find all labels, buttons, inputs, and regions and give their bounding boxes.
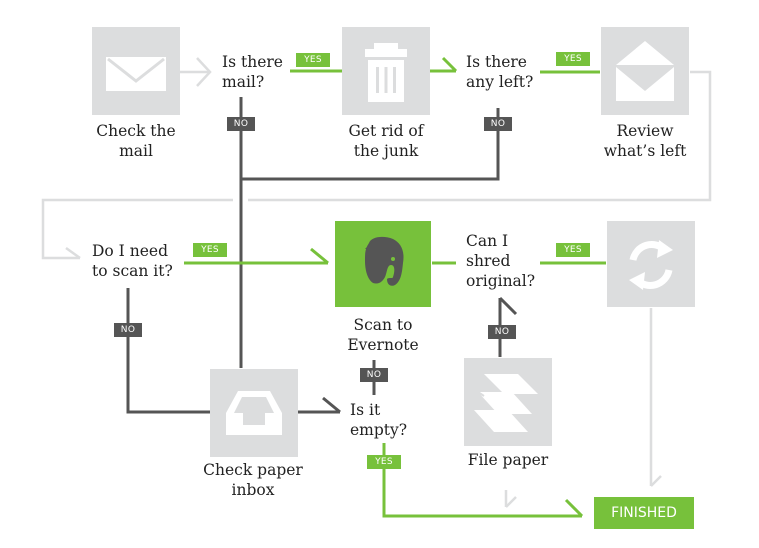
- trash-icon: [365, 43, 407, 102]
- review-left-label: Review what’s left: [603, 122, 687, 160]
- no-tag-file: NO: [488, 325, 516, 339]
- get-rid-junk-box[interactable]: [342, 27, 430, 115]
- no-tag-empty: NO: [360, 368, 388, 382]
- finished-badge: FINISHED: [594, 497, 694, 529]
- no-tag-left: NO: [484, 117, 512, 131]
- yes-tag-scan: YES: [193, 243, 227, 257]
- open-envelope-icon: [616, 41, 674, 101]
- line-review-loop: [248, 70, 712, 202]
- question-is-empty: Is it empty?: [350, 401, 408, 439]
- line-no-left: [241, 108, 500, 181]
- question-shred-original: Can I shred original?: [466, 232, 536, 290]
- check-inbox-box[interactable]: [210, 369, 298, 457]
- no-tag-mail: NO: [227, 117, 255, 131]
- arrow-loop-to-scan: [65, 246, 81, 260]
- arrow-junk-to-left: [441, 56, 458, 73]
- line-review-loop-left: [41, 198, 233, 260]
- question-any-left: Is there any left?: [466, 53, 534, 91]
- check-mail-label: Check the mail: [96, 122, 176, 160]
- arrow-yes-empty: [564, 498, 584, 518]
- arrow-file-down: [505, 496, 517, 508]
- refresh-icon: [629, 240, 673, 290]
- evernote-elephant-icon: [365, 236, 404, 286]
- check-inbox-label: Check paper inbox: [203, 461, 303, 499]
- question-is-there-mail: Is there mail?: [222, 53, 283, 91]
- line-no-scan: [126, 288, 210, 414]
- yes-tag-mail: YES: [296, 53, 330, 67]
- review-left-box[interactable]: [601, 27, 689, 115]
- yes-tag-shred: YES: [556, 243, 590, 257]
- question-need-scan: Do I need to scan it?: [92, 242, 173, 280]
- arrow-inbox-to-empty: [322, 396, 341, 414]
- envelope-icon: [106, 57, 166, 91]
- scan-evernote-box[interactable]: [335, 221, 431, 307]
- file-paper-label: File paper: [467, 451, 549, 469]
- file-paper-box[interactable]: [464, 358, 552, 446]
- paper-stack-icon: [474, 374, 538, 432]
- arrow-yes-scan: [310, 247, 329, 265]
- scan-evernote-label: Scan to Evernote: [347, 316, 419, 354]
- yes-tag-empty: YES: [367, 455, 401, 469]
- recycle-box[interactable]: [607, 221, 695, 307]
- arrow-recycle-down: [650, 475, 662, 487]
- arrow-no-file: [498, 296, 518, 316]
- no-tag-scan: NO: [114, 323, 142, 337]
- arrow-check-to-question: [196, 57, 212, 87]
- yes-tag-left: YES: [556, 52, 590, 66]
- inbox-tray-icon: [226, 391, 282, 435]
- check-mail-box[interactable]: [92, 27, 180, 115]
- get-rid-junk-label: Get rid of the junk: [348, 122, 424, 160]
